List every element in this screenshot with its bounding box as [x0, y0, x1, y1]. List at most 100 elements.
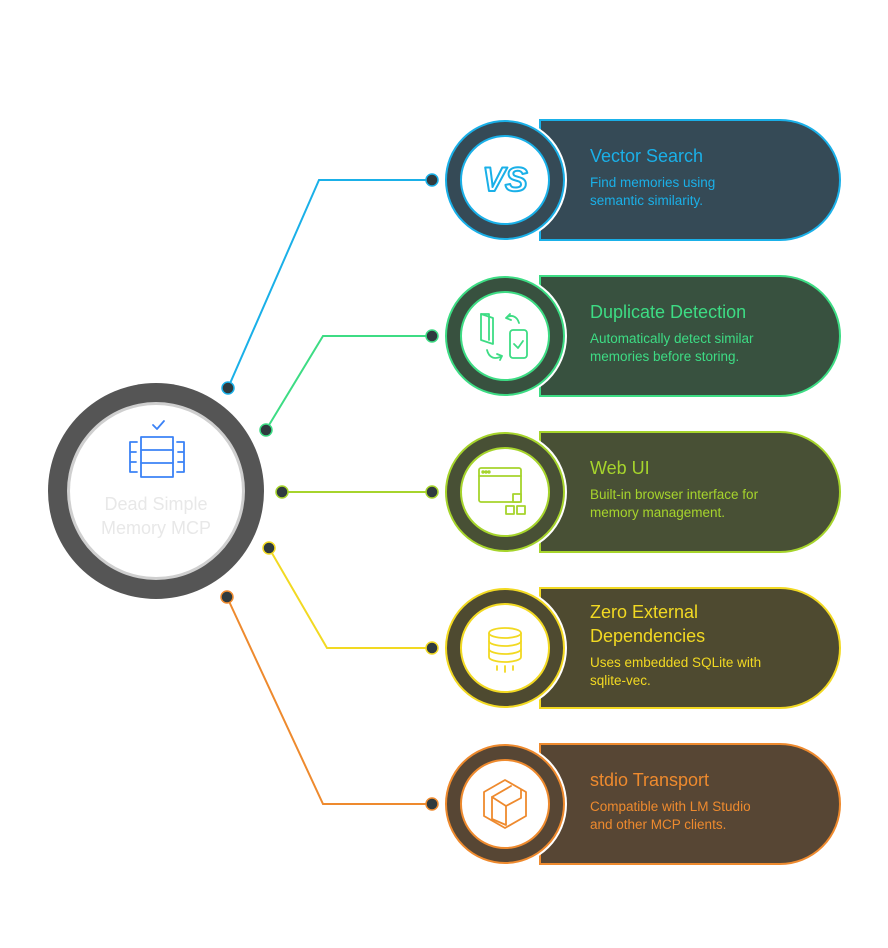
feature-card-web-ui — [443, 430, 841, 554]
feature-icon-disc — [460, 135, 550, 225]
feature-title-line: Web UI — [590, 458, 650, 478]
feature-title-line: stdio Transport — [590, 770, 710, 790]
sync-arrow-bottom — [486, 349, 503, 361]
feature-card-vector-search: VS — [443, 118, 841, 242]
feature-panel — [539, 587, 841, 709]
feature-title: stdio Transport — [590, 768, 830, 792]
connector-line — [265, 335, 432, 431]
feature-description: Compatible with LM Studio and other MCP c… — [590, 798, 830, 834]
feature-description-line: Compatible with LM Studio — [590, 799, 751, 814]
db-body — [488, 632, 522, 663]
cube-box-icon — [483, 779, 527, 829]
feature-icon-disc — [460, 447, 550, 537]
feature-description: Find memories using semantic similarity. — [590, 174, 830, 210]
hub-connector-dot — [259, 423, 273, 437]
feature-description-line: Find memories using — [590, 175, 716, 190]
browser-dot — [481, 470, 485, 474]
sync-arrow-top — [505, 313, 520, 324]
db-ring-1 — [488, 640, 522, 647]
browser-dot — [487, 470, 491, 474]
phone-check — [513, 340, 524, 349]
feature-description-line: Automatically detect similar — [590, 331, 754, 346]
feature-title: Vector Search — [590, 144, 830, 168]
feature-connector-dot — [425, 173, 439, 187]
connector-duplicate-detection — [259, 329, 439, 437]
hex-inner — [491, 785, 522, 826]
vs-letters-icon: VS — [481, 160, 529, 200]
feature-description: Automatically detect similar memories bef… — [590, 330, 830, 366]
connector-line — [227, 179, 432, 389]
feature-title: Web UI — [590, 456, 830, 480]
block-left — [505, 505, 515, 515]
connector-stdio-transport — [220, 590, 439, 811]
server-left-bracket — [129, 441, 138, 473]
connector-line — [268, 547, 432, 649]
hub-connector-dot — [221, 381, 235, 395]
browser-frame — [478, 467, 522, 503]
connector-web-ui — [275, 485, 439, 499]
hub-label-line2: Memory MCP — [100, 518, 211, 538]
feature-description-line: Uses embedded SQLite with — [590, 655, 762, 670]
connector-zero-deps — [262, 541, 439, 655]
connector-line — [226, 596, 432, 805]
feature-card-zero-deps — [443, 586, 841, 710]
feature-card-duplicate-detection — [443, 274, 841, 398]
browser-dot — [484, 470, 488, 474]
feature-connector-dot — [425, 641, 439, 655]
feature-title: Duplicate Detection — [590, 300, 830, 324]
feature-icon-disc — [460, 759, 550, 849]
feature-text-web-ui: Web UI Built-in browser interface for memo… — [590, 456, 830, 522]
database-server-icon — [129, 420, 185, 478]
feature-description: Built-in browser interface for memory man… — [590, 486, 830, 522]
hub-label: Dead Simple Memory MCP — [70, 492, 242, 540]
feature-icon-disc — [460, 291, 550, 381]
feature-card-stdio-transport — [443, 742, 841, 866]
feature-icon-disc — [460, 603, 550, 693]
feature-connector-dot — [425, 797, 439, 811]
vs-letters: VS — [482, 161, 528, 199]
db-ring-2 — [488, 648, 522, 655]
db-ticks — [496, 665, 514, 673]
feature-connector-dot — [425, 485, 439, 499]
hub-connector-dot — [262, 541, 276, 555]
feature-panel — [539, 431, 841, 553]
feature-connector-dot — [425, 329, 439, 343]
hex-outer — [483, 779, 527, 829]
feature-description: Uses embedded SQLite with sqlite-vec. — [590, 654, 830, 690]
hub-connector-dot — [220, 590, 234, 604]
feature-description-line: semantic similarity. — [590, 193, 704, 208]
feature-description-line: and other MCP clients. — [590, 817, 727, 832]
feature-description-line: memory management. — [590, 505, 726, 520]
block-right — [516, 505, 526, 515]
database-cylinder-icon — [488, 627, 522, 673]
hex-edge — [491, 796, 507, 807]
hub-connector-dot — [275, 485, 289, 499]
feature-description-line: memories before storing. — [590, 349, 740, 364]
hub-inner-disc — [70, 405, 242, 577]
device-sync-icon — [480, 313, 528, 361]
feature-panel — [539, 743, 841, 865]
phone-body — [509, 329, 528, 359]
feature-title-line: Duplicate Detection — [590, 302, 747, 322]
hub-node — [48, 383, 264, 599]
feature-title-line: Zero External — [590, 602, 699, 622]
check-icon — [152, 420, 165, 430]
feature-title-line: Vector Search — [590, 146, 704, 166]
feature-description-line: sqlite-vec. — [590, 673, 651, 688]
server-right-bracket — [176, 441, 185, 473]
browser-window-icon — [478, 467, 526, 515]
hub-label-line1: Dead Simple — [104, 494, 208, 514]
server-body — [140, 436, 174, 478]
feature-panel — [539, 275, 841, 397]
door-frame — [480, 313, 490, 341]
feature-description-line: Built-in browser interface for — [590, 487, 759, 502]
connector-vector-search — [221, 173, 439, 395]
feature-title-line: Dependencies — [590, 626, 706, 646]
